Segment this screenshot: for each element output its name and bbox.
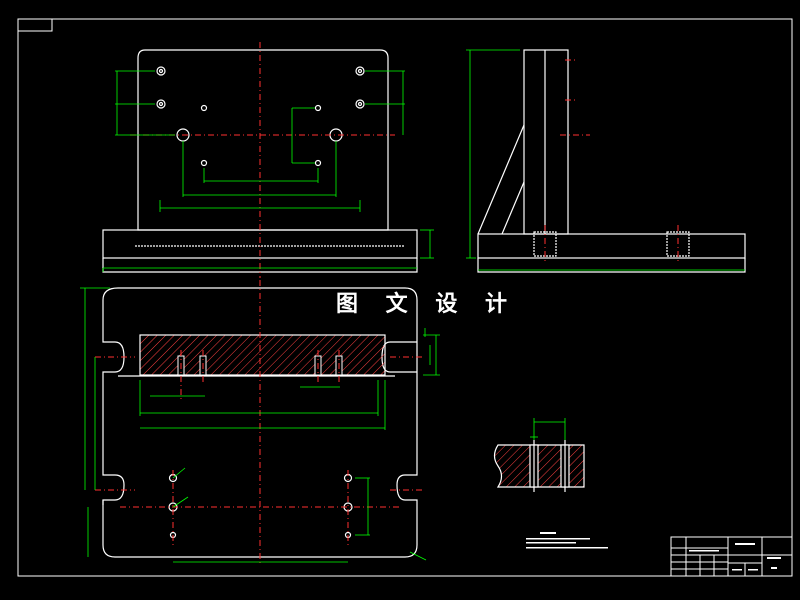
detail-view-dimensions [530, 418, 566, 440]
side-view-dimensions [466, 49, 745, 271]
title-block-fill [689, 543, 781, 571]
drawing-corner-tag [17, 18, 53, 32]
watermark-text: 图 文 设 计 [336, 292, 517, 317]
side-view [477, 49, 746, 273]
front-view-centerlines [130, 42, 395, 278]
plan-view-dimensions [80, 287, 440, 563]
plan-view-centerlines [95, 280, 425, 565]
detail-view [493, 440, 585, 492]
drawing-border [17, 18, 793, 577]
title-block [670, 536, 793, 577]
front-view-dimensions [102, 70, 434, 272]
side-view-centerlines [544, 59, 679, 262]
technical-notes [526, 532, 608, 549]
